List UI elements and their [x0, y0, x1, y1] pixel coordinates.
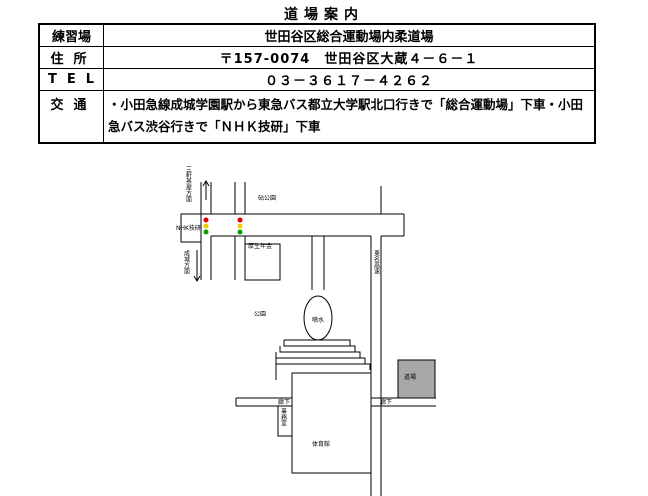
- info-row-access: 交通 ・小田急線成城学園駅から東急バス都立大学駅北口行きで「総合運動場」下車・小…: [38, 90, 596, 144]
- address-label: 住所: [38, 46, 104, 69]
- access-map: 三軒茶屋方面 成城方面 NHK技研 砧公園 厚生年金 東名高速 公園 噴水 道場…: [176, 166, 436, 496]
- label-gym: 体育館: [312, 440, 330, 448]
- signal-green-mid: [237, 229, 243, 235]
- road-to-fountain: [311, 236, 325, 290]
- practice-value: 世田谷区総合運動場内柔道場: [103, 23, 596, 47]
- label-seijo: 成城方面: [183, 249, 190, 275]
- access-label: 交通: [38, 90, 104, 144]
- dojo-building: [397, 359, 436, 399]
- signal-yellow-mid: [237, 223, 243, 229]
- address-value: 〒157-0074 世田谷区大蔵４－６－１: [103, 46, 596, 69]
- info-row-practice: 練習場 世田谷区総合運動場内柔道場: [38, 23, 596, 47]
- road-vertical-mid: [234, 182, 246, 280]
- signal-red-left: [203, 217, 209, 223]
- gym-building: [291, 372, 372, 474]
- access-value: ・小田急線成城学園駅から東急バス都立大学駅北口行きで「総合運動場」下車・小田急バ…: [103, 90, 596, 144]
- signal-yellow-left: [203, 223, 209, 229]
- practice-label: 練習場: [38, 23, 104, 47]
- page-title: 道場案内: [284, 7, 364, 23]
- label-corridor-right: 廊下: [380, 398, 392, 406]
- road-horizontal-main: [201, 213, 405, 237]
- signal-green-left: [203, 229, 209, 235]
- road-vertical-right: [370, 186, 382, 496]
- nhk-building: [180, 213, 202, 243]
- signal-red-mid: [237, 217, 243, 223]
- label-tomei: 東名高速: [373, 249, 380, 275]
- label-dojo: 道場: [404, 373, 416, 381]
- label-park: 公園: [254, 311, 266, 318]
- label-corridor-left: 廊下: [278, 398, 290, 406]
- office-box: [277, 405, 293, 437]
- tel-label: TEL: [38, 68, 104, 91]
- label-fountain: 噴水: [312, 316, 324, 324]
- info-row-address: 住所 〒157-0074 世田谷区大蔵４－６－１: [38, 46, 596, 69]
- info-table: 練習場 世田谷区総合運動場内柔道場 住所 〒157-0074 世田谷区大蔵４－６…: [38, 23, 596, 144]
- arrow-north: [202, 180, 210, 200]
- tel-value: ０３－３６１７－４２６２: [103, 68, 596, 91]
- label-office: 事務室: [280, 407, 287, 426]
- arrow-south: [193, 250, 201, 282]
- label-nhk: NHK技研: [176, 224, 201, 232]
- label-kinuta: 砧公園: [258, 194, 276, 202]
- label-sangenjaya: 三軒茶屋方面: [185, 166, 192, 203]
- label-kosei: 厚生年金: [248, 242, 272, 250]
- kosei-building: [244, 243, 281, 281]
- info-row-tel: TEL ０３－３６１７－４２６２: [38, 68, 596, 91]
- stairs: [275, 339, 371, 370]
